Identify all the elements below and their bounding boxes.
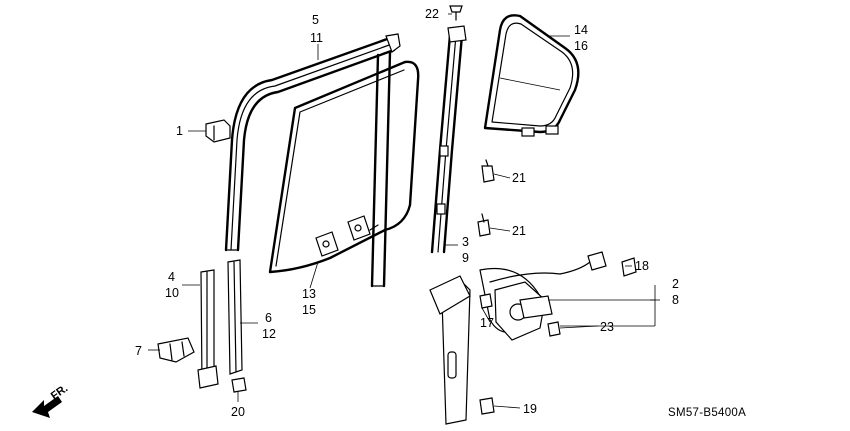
callout-7: 7 [135, 344, 142, 358]
rear-channel [430, 25, 467, 254]
callout-16: 16 [574, 39, 588, 53]
callout-2: 2 [672, 277, 679, 291]
callout-17: 17 [480, 316, 494, 330]
callout-15: 15 [302, 303, 316, 317]
callout-21-upper: 21 [512, 171, 526, 185]
part-1-clip [205, 119, 231, 143]
part-22-screw [449, 5, 463, 21]
callout-20: 20 [231, 405, 245, 419]
callout-18: 18 [635, 259, 649, 273]
callout-23: 23 [600, 320, 614, 334]
callout-11: 11 [310, 31, 323, 45]
part-18-connector [621, 257, 637, 277]
callout-4: 4 [168, 270, 175, 284]
callout-13: 13 [302, 287, 316, 301]
regulator-assembly [429, 251, 607, 425]
part-4-channel [197, 269, 219, 389]
part-6-weatherstrip [227, 259, 243, 375]
part-23-bolt [547, 321, 561, 337]
callout-12: 12 [262, 327, 276, 341]
part-21a-bolt [481, 159, 495, 183]
callout-9: 9 [462, 251, 469, 265]
callout-8: 8 [672, 293, 679, 307]
front-direction-arrow [32, 396, 62, 418]
callout-22: 22 [425, 7, 439, 21]
callout-3: 3 [462, 235, 469, 249]
leader-lines [148, 13, 660, 409]
direction-label: FR. [49, 382, 70, 402]
door-channel-run [224, 33, 401, 288]
callout-1: 1 [176, 124, 183, 138]
part-20-bolt [231, 377, 247, 393]
drawing-code: SM57-B5400A [668, 407, 746, 419]
part-7-bracket [157, 337, 195, 363]
callout-14: 14 [574, 23, 588, 37]
callout-19: 19 [523, 402, 537, 416]
quarter-glass [483, 14, 580, 137]
part-19-bolt [479, 397, 495, 415]
callout-10: 10 [165, 286, 179, 300]
door-glass [268, 60, 420, 274]
callout-5: 5 [312, 13, 319, 27]
part-21b-bolt [477, 213, 491, 237]
callout-6: 6 [265, 311, 272, 325]
callout-21-lower: 21 [512, 224, 526, 238]
